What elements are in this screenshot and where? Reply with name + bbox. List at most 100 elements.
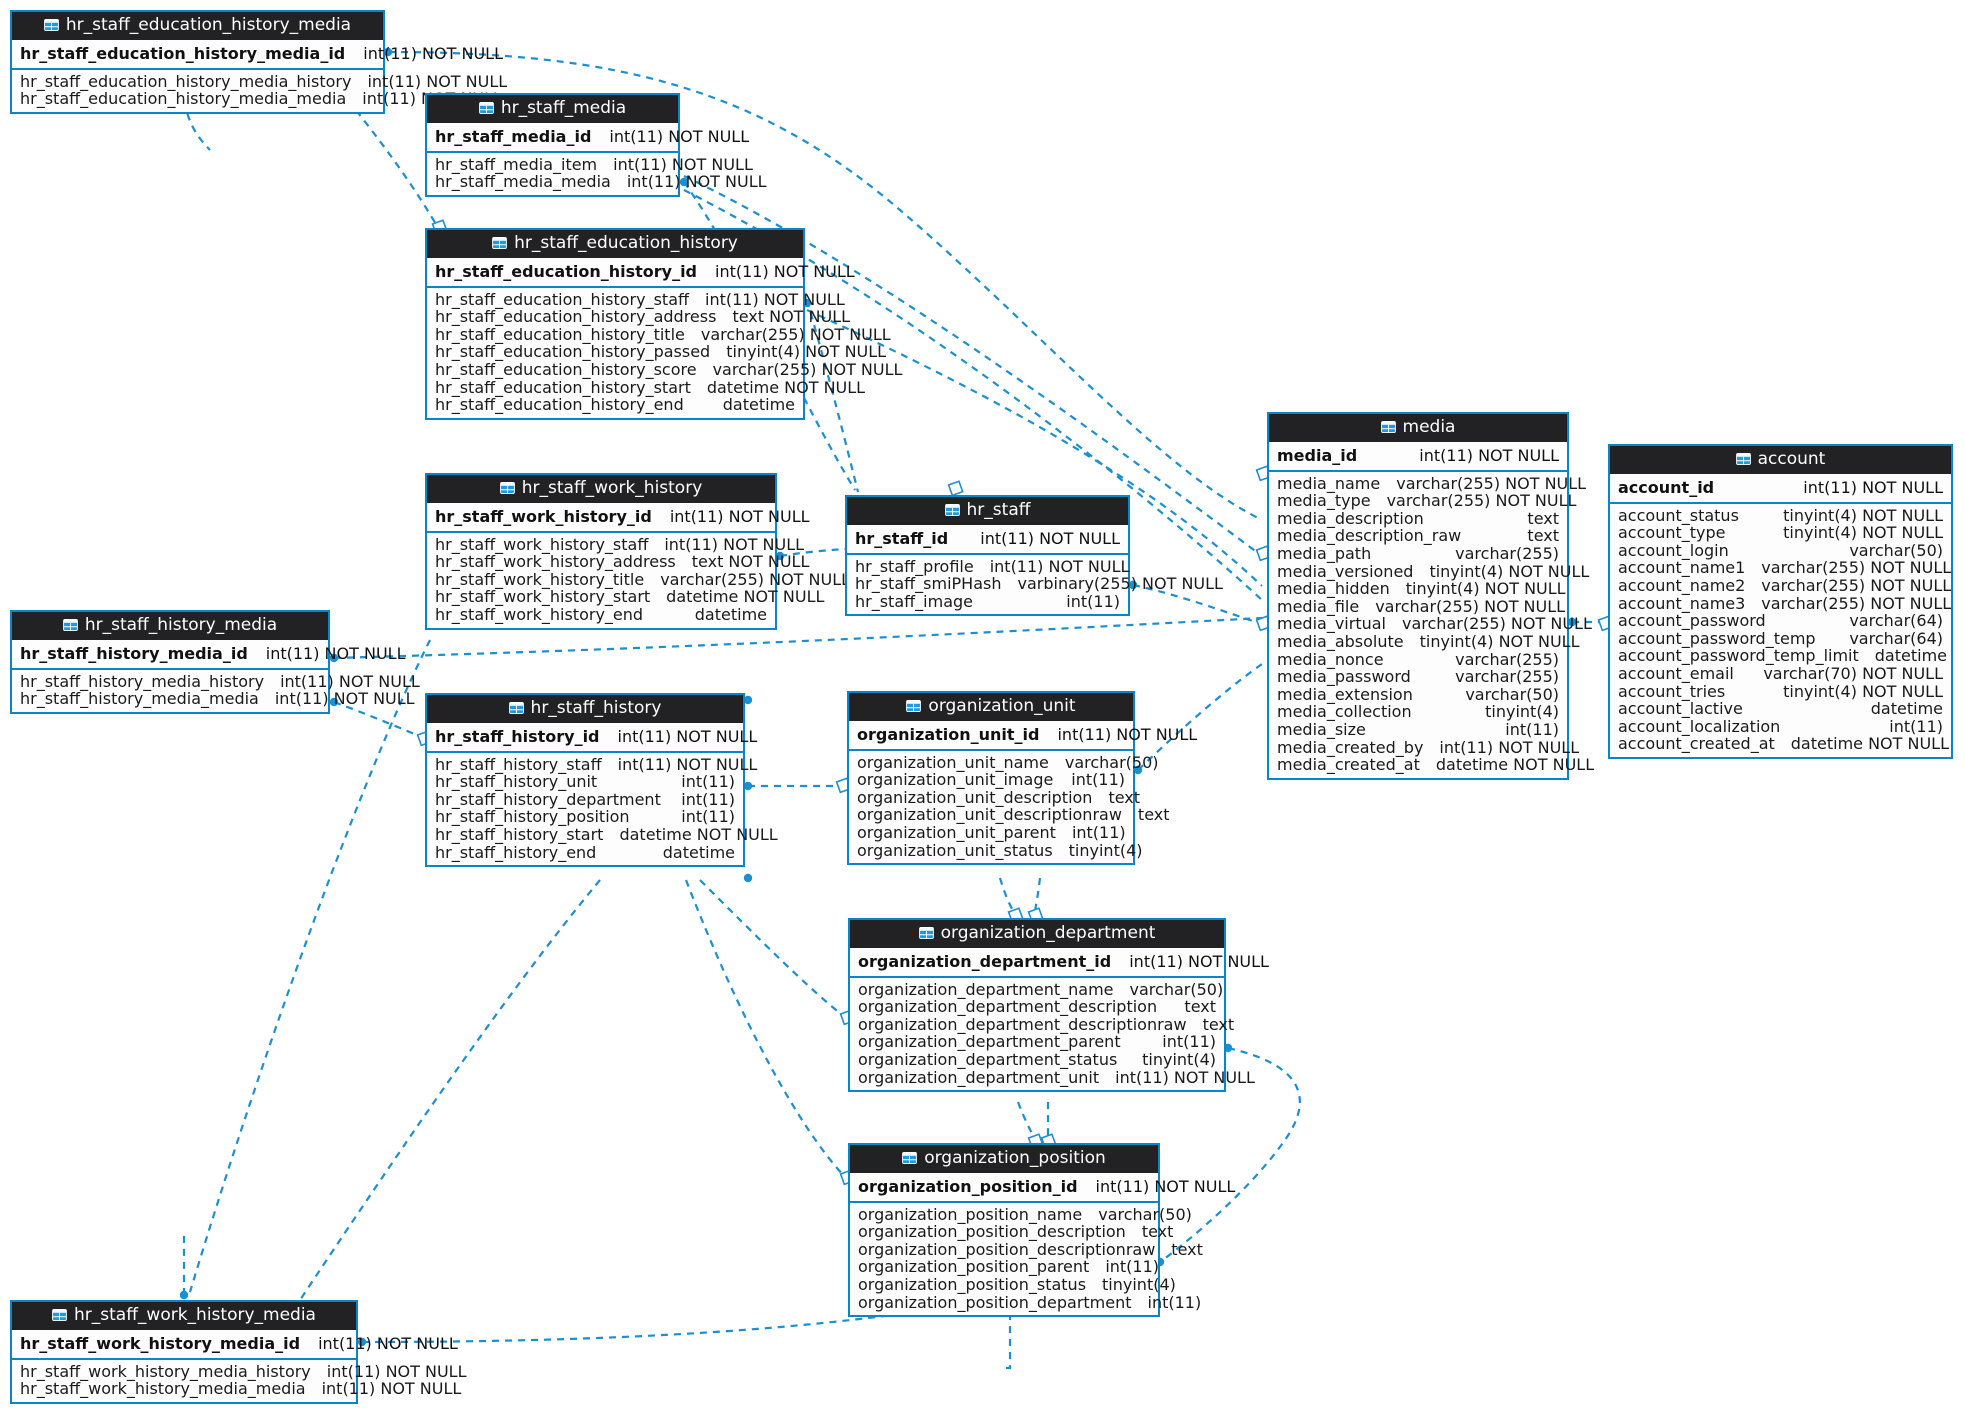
table-header-organization_position[interactable]: organization_position <box>850 1145 1158 1173</box>
table-header-organization_department[interactable]: organization_department <box>850 920 1224 948</box>
table-header-hr_staff_work_history[interactable]: hr_staff_work_history <box>427 475 775 503</box>
table-header-account[interactable]: account <box>1610 446 1951 474</box>
table-header-hr_staff_education_history[interactable]: hr_staff_education_history <box>427 230 803 258</box>
table-hr_staff_history_media[interactable]: hr_staff_history_media hr_staff_history_m… <box>10 610 420 714</box>
column-row[interactable]: hr_staff_education_history_media_history… <box>12 73 507 91</box>
table-header-organization_unit[interactable]: organization_unit <box>849 693 1133 721</box>
table-header-hr_staff_work_history_media[interactable]: hr_staff_work_history_media <box>12 1302 356 1330</box>
table-header-hr_staff_education_history_media[interactable]: hr_staff_education_history_media <box>12 12 383 40</box>
table-header-hr_staff_history[interactable]: hr_staff_history <box>427 695 743 723</box>
table-organization_position[interactable]: organization_position organization_positi… <box>848 1143 1235 1318</box>
table-header-hr_staff_media[interactable]: hr_staff_media <box>427 95 678 123</box>
table-header-hr_staff_history_media[interactable]: hr_staff_history_media <box>12 612 328 640</box>
